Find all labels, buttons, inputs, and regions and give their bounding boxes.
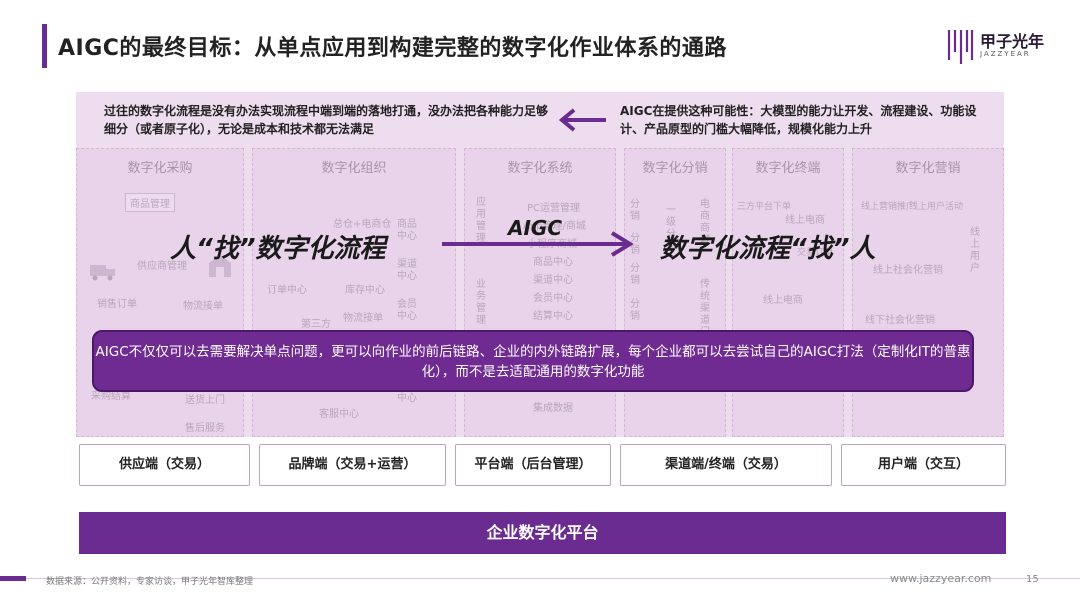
bg-label: 渠道中心 (533, 275, 573, 286)
background-columns: 数字化采购 商品管理 供应商管理 销售订单 物流接单 采购结算 送货上门 售后服… (76, 148, 1004, 437)
aigc-callout: AIGC不仅仅可以去需要解决单点问题，更可以向作业的前后链路、企业的内外链路扩展… (92, 330, 974, 392)
bg-label: 线上电商 (785, 215, 825, 226)
warehouse-icon (209, 255, 231, 277)
jazzyear-logo-icon (947, 30, 974, 64)
bg-label: 会员中心 (533, 293, 573, 304)
column-title: 数字化采购 (127, 161, 193, 176)
bg-label: 三方平台下单 (737, 202, 792, 212)
bg-label: 一级分销 (666, 205, 676, 252)
bg-label: 库存中心 (345, 285, 385, 296)
end-user: 用户端（交互） (841, 444, 1006, 486)
bg-label: 客服中心 (319, 409, 359, 420)
logo-text-cn: 甲子光年 (980, 32, 1045, 51)
bg-label: 线上社会化营销 (873, 265, 943, 276)
bg-label: 交易订单 (797, 248, 834, 258)
end-channel-terminal: 渠道端/终端（交易） (620, 444, 832, 486)
logo-text-en: JAZZYEAR (980, 50, 1031, 58)
bg-label: 业务管理 (476, 279, 486, 326)
bg-label: 总仓+电商仓 (333, 219, 392, 230)
end-brand: 品牌端（交易+运营） (259, 444, 446, 486)
page-number: 15 (1026, 574, 1039, 585)
bg-label: 商品管理 (125, 193, 175, 212)
bg-label: 结算中心 (533, 311, 573, 322)
bg-label: 线上电商 (763, 295, 803, 306)
bg-label: 商品中心 (533, 257, 573, 268)
footer-accent (0, 576, 26, 581)
bg-label: 电商商城 (700, 199, 710, 246)
bg-label: 分销 (630, 199, 640, 222)
arrow-left-icon (558, 108, 606, 132)
bg-label: 销售订单 (97, 299, 137, 310)
bg-label: 集成数据 (533, 403, 573, 414)
bg-label: 物流接单 (343, 313, 383, 324)
data-source: 数据来源：公开资料，专家访谈，甲子光年智库整理 (46, 577, 254, 587)
flow-arrow-label: AIGC (508, 216, 563, 240)
arrow-right-icon (442, 231, 634, 257)
bg-label: 线上营销推广 (861, 202, 916, 212)
column-title: 数字化分销 (642, 161, 708, 176)
column-procurement: 数字化采购 商品管理 供应商管理 销售订单 物流接单 采购结算 送货上门 售后服… (76, 148, 244, 437)
column-title: 数字化系统 (507, 161, 573, 176)
bg-label: PC运营管理 (527, 203, 581, 214)
bg-label: 订单中心 (267, 285, 307, 296)
bg-label: 售后服务 (185, 423, 225, 434)
bg-label: 第三方 (301, 319, 331, 330)
column-system: 数字化系统 应用管理 PC运营管理 App管理/商城 小程序商城 商品中心 渠道… (464, 148, 616, 437)
bg-label: 会员中心 (397, 299, 417, 322)
bg-label: 应用管理 (476, 197, 486, 244)
bg-label: 采购结算 (91, 391, 131, 402)
bg-label: 物流接单 (183, 301, 223, 312)
column-distribution: 数字化分销 分销 一级分销 分销 分销 分销 电商商城 传统渠道门店 客户 (624, 148, 726, 437)
website-link[interactable]: www.jazzyear.com (890, 572, 992, 585)
title-accent-bar (42, 24, 47, 68)
column-title: 数字化组织 (321, 161, 387, 176)
bg-label: 线上用户活动 (909, 202, 964, 212)
truck-icon (90, 265, 115, 281)
column-terminal: 数字化终端 三方平台下单 线上电商 交易订单 线上电商 (732, 148, 844, 437)
column-title: 数字化营销 (895, 161, 961, 176)
bg-label: 分销 (630, 299, 640, 322)
end-platform: 平台端（后台管理） (455, 444, 611, 486)
bg-label: 分销 (630, 233, 640, 256)
flow-left-label: 人“找”数字化流程 (170, 234, 386, 264)
bg-label: 线上用户 (970, 227, 980, 274)
page-title: AIGC的最终目标：从单点应用到构建完整的数字化作业体系的通路 (58, 36, 727, 61)
bg-label: App管理/商城 (523, 221, 586, 232)
footer-divider (0, 578, 1080, 579)
end-supply: 供应端（交易） (79, 444, 250, 486)
past-limitation-text: 过往的数字化流程是没有办法实现流程中端到端的落地打通，没办法把各种能力足够细分（… (104, 104, 549, 136)
jazzyear-logo: 甲子光年 JAZZYEAR (946, 26, 1066, 68)
bg-label: 线下社会化营销 (865, 315, 935, 326)
column-organization: 数字化组织 总仓+电商仓 商品中心 订单中心 库存中心 渠道中心 会员中心 物流… (252, 148, 456, 437)
bg-label: 商品中心 (397, 219, 417, 242)
flow-right-label: 数字化流程“找”人 (660, 234, 876, 264)
column-title: 数字化终端 (755, 161, 821, 176)
column-marketing: 数字化营销 线上营销推广 线上用户活动 线上用户 线上社会化营销 线下社会化营销 (852, 148, 1004, 437)
bg-label: 送货上门 (185, 395, 225, 406)
enterprise-digital-platform: 企业数字化平台 (79, 512, 1006, 554)
bg-label: 渠道中心 (397, 259, 417, 282)
aigc-possibility-text: AIGC在提供这种可能性：大模型的能力让开发、流程建设、功能设计、产品原型的门槛… (620, 104, 977, 136)
bg-label: 分销 (630, 263, 640, 286)
bg-label: 供应商管理 (137, 261, 187, 272)
